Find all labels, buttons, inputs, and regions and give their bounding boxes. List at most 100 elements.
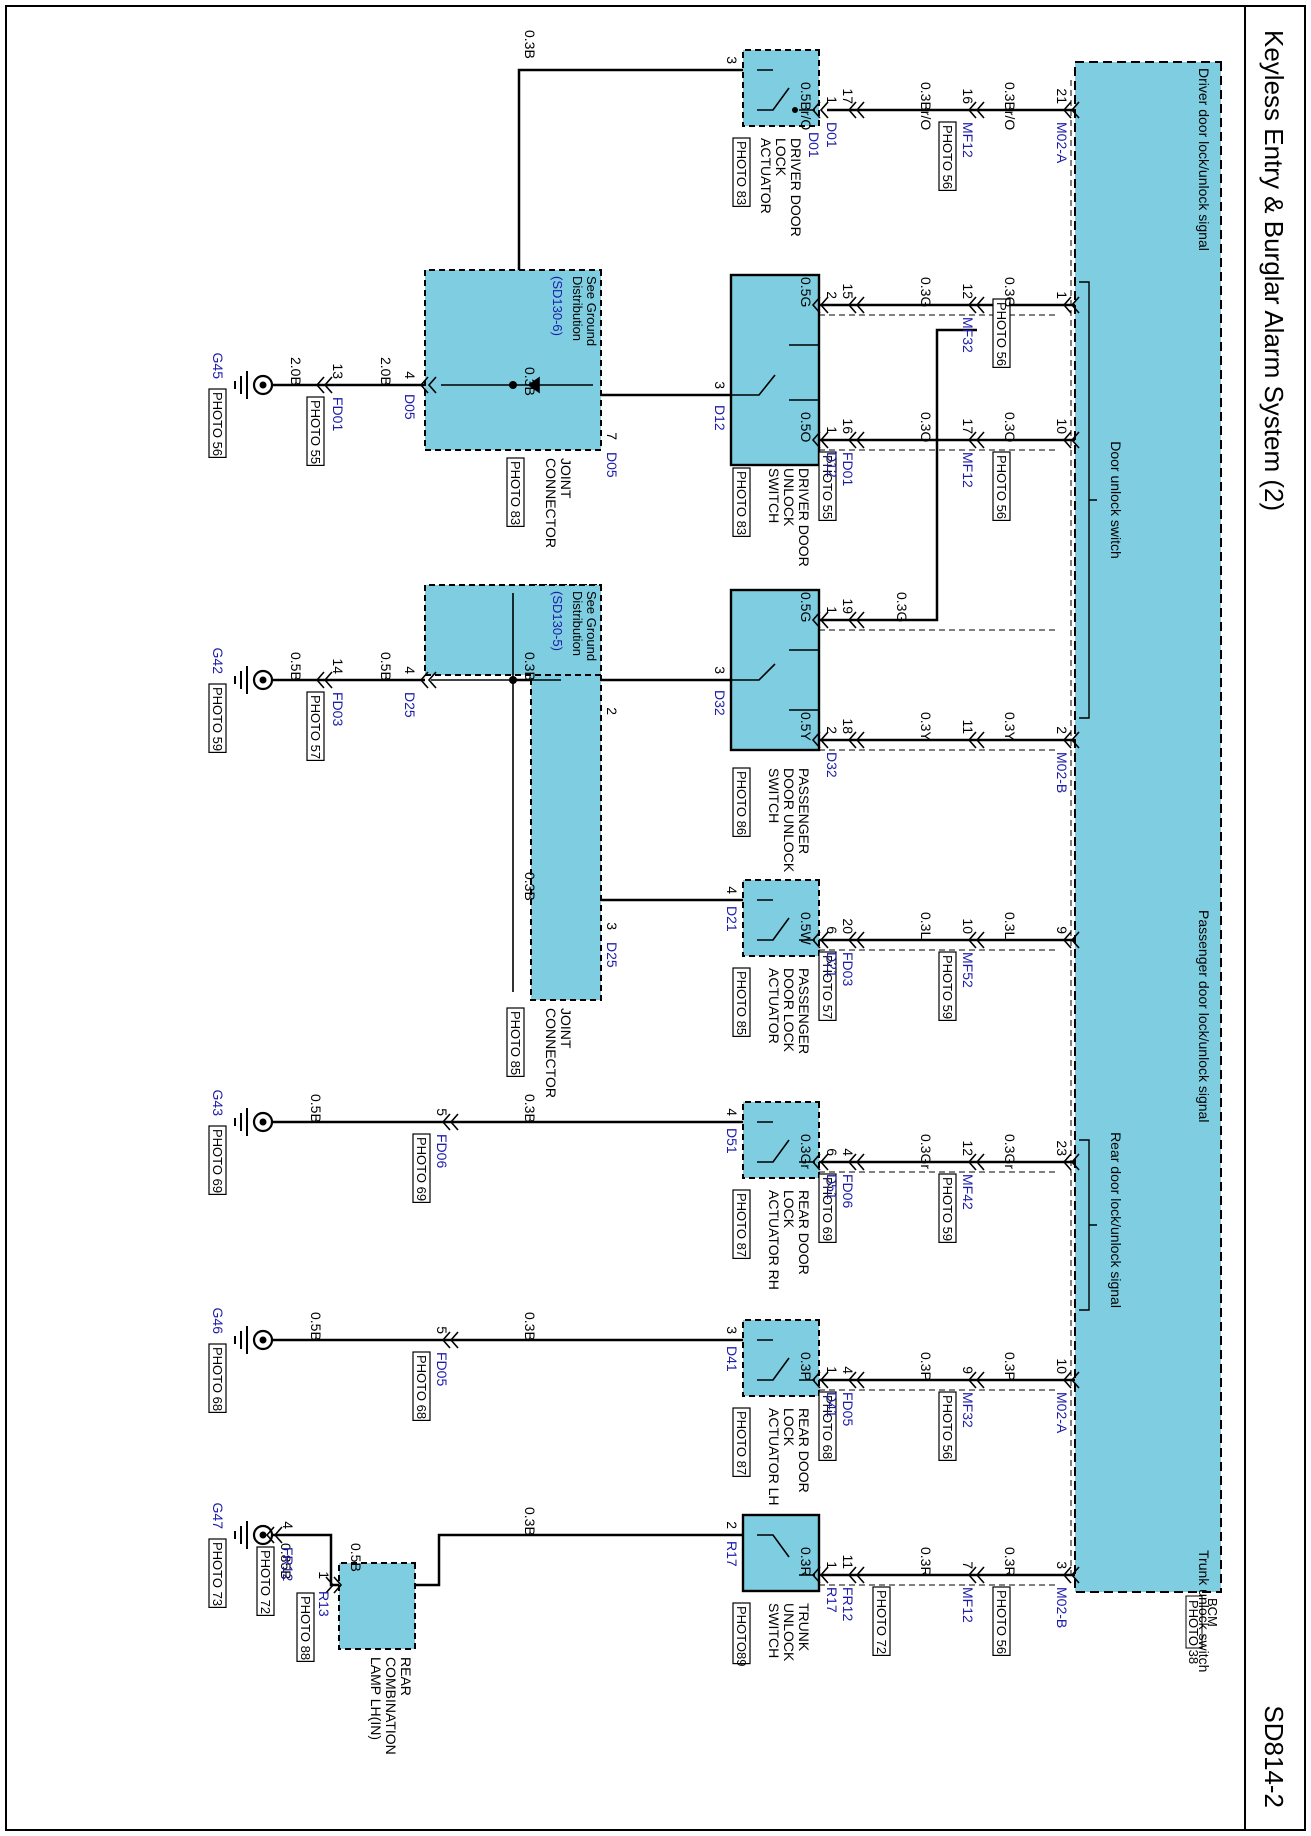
fd03-14-photo-box: [306, 691, 325, 762]
d05-conn-out: D05: [402, 394, 418, 420]
d05-photo-box: [506, 457, 525, 528]
g46-ground-name: G46: [210, 1308, 226, 1335]
mf52-10-pin: 10: [960, 918, 976, 934]
wire-c2-label-3: 0.5G: [798, 277, 814, 307]
d12-photo-box: [732, 467, 751, 538]
mf12-7-photo-box: [992, 1586, 1011, 1657]
wire-g42-label-2: 0.5B: [288, 652, 304, 681]
wire-c2-label-1: 0.3G: [1002, 277, 1018, 307]
wire-c4-label-4: 0.3G: [894, 592, 910, 622]
bcm-label-driver: Driver door lock/unlock signal: [1196, 68, 1212, 251]
d25-photo-box: [506, 1007, 525, 1078]
m02a-10-chevron: [1062, 1371, 1080, 1389]
bracket-door-unlock: [1079, 281, 1097, 719]
wire-g42-label-1: 0.5B: [378, 652, 394, 681]
mf12-17-conn: MF12: [960, 452, 976, 488]
fd06-5-pin: 5: [434, 1108, 450, 1116]
mf52-10-photo: PHOTO 59: [940, 955, 955, 1019]
fd05-4-photo-box: [818, 1391, 837, 1462]
fd03-14-conn: FD03: [330, 692, 346, 726]
mf32-12-photo-box: [992, 298, 1011, 369]
wire-c1-label-2: 0.3Br/O: [918, 82, 934, 130]
fd01-16-photo-box: [818, 451, 837, 522]
d41-name: REAR DOORLOCKACTUATOR LH: [766, 1408, 812, 1506]
fd06-4-pin: 4: [840, 1148, 856, 1156]
g43-ground-dot: [259, 1118, 267, 1126]
fd05-5-photo-box: [412, 1351, 431, 1422]
d32-pin2-chevron: [811, 731, 829, 749]
wire-c4-label-5: 0.5G: [798, 592, 814, 622]
d21-photo: PHOTO 85: [734, 971, 749, 1035]
mf12-7-photo: PHOTO 56: [994, 1590, 1009, 1654]
wire-c7-label-5: 0.5B: [308, 1312, 324, 1341]
mf12-16-conn: MF12: [960, 122, 976, 158]
d05-joint-block: [424, 269, 602, 451]
wire-c6-label-3: 0.3Gr: [798, 1134, 814, 1169]
d32-photo: PHOTO 86: [734, 771, 749, 835]
fd03-14-chevron: [315, 671, 333, 689]
d25-conn-in: D25: [604, 942, 620, 968]
r17-conn-bottom: R17: [724, 1541, 740, 1567]
d01-photo: PHOTO 83: [734, 141, 749, 205]
d01-pin1-chevron: [811, 101, 829, 119]
mf12-16-photo-box: [938, 121, 957, 192]
wire-c8-label-4: 0.3B: [522, 1507, 538, 1536]
mf32-12-pin: 12: [960, 283, 976, 299]
mf42-12-pin: 12: [960, 1140, 976, 1156]
fd01-13-chevron: [315, 376, 333, 394]
c4-18-chevron: [847, 731, 865, 749]
d51-photo: PHOTO 87: [734, 1193, 749, 1257]
d05-name: JOINTCONNECTOR: [543, 458, 574, 548]
r17-switch-block: [741, 1513, 821, 1593]
wire-c8-label-3: 0.3R: [798, 1547, 814, 1577]
d51-pin-b: 4: [724, 1108, 740, 1116]
g42-ground-name: G42: [210, 648, 226, 675]
fr12-11-photo-box: [872, 1586, 891, 1657]
mf12-17-photo: PHOTO 56: [994, 455, 1009, 519]
d32-pin1-chevron: [811, 611, 829, 629]
d05-conn-in: D05: [604, 452, 620, 478]
m02-1-chevron: [1062, 296, 1080, 314]
wire-c7-label-4: 0.3B: [522, 1312, 538, 1341]
wire-c3-label-1: 0.3O: [1002, 412, 1018, 442]
g43-ground-photo: PHOTO 69: [210, 1129, 225, 1193]
wire-c8-label-6: 0.85B: [278, 1543, 294, 1580]
mf12-17-photo-box: [992, 451, 1011, 522]
fd03-20-pin: 20: [840, 918, 856, 934]
fd05-4-conn: FD05: [840, 1392, 856, 1426]
r13-pin: 1: [316, 1571, 332, 1579]
c4-11-chevron: [967, 731, 985, 749]
d05-pin-out: 4: [402, 371, 418, 379]
fr12-4-chevron: [265, 1526, 283, 1544]
d01-name: DRIVER DOORLOCKACTUATOR: [758, 138, 804, 237]
fd05-5-conn: FD05: [434, 1352, 450, 1386]
m02-1-pin: 1: [1054, 291, 1070, 299]
d25-photo: PHOTO 85: [508, 1011, 523, 1075]
wire-c5-label-4: 0.3B: [522, 872, 538, 901]
r13-lamp-block: [338, 1562, 416, 1650]
d12-pin2-chevron: [811, 296, 829, 314]
wire-c7-label-1: 0.3P: [1002, 1352, 1018, 1381]
r13-pin1-chevron: [325, 1576, 343, 1594]
wire-c6-label-1: 0.3Gr: [1002, 1134, 1018, 1169]
g45-ground-name: G45: [210, 353, 226, 380]
wire-c4-green: [819, 328, 977, 622]
d32-photo-box: [732, 767, 751, 838]
bcm-box: [1074, 61, 1222, 1593]
fd06-4-conn: FD06: [840, 1174, 856, 1208]
d51-conn-top: D51: [824, 1174, 840, 1200]
d25-name: JOINTCONNECTOR: [543, 1008, 574, 1098]
fd-19-pin: 19: [840, 598, 856, 614]
m02b-3-pin: 3: [1054, 1561, 1070, 1569]
c1-17-chevron: [847, 101, 865, 119]
m02-23-pin: 23: [1054, 1140, 1070, 1156]
fd05-5-photo: PHOTO 68: [414, 1355, 429, 1419]
fd03-14-photo: PHOTO 57: [308, 695, 323, 759]
fd05-5-chevron: [441, 1331, 459, 1349]
mf12-16-photo: PHOTO 56: [940, 125, 955, 189]
d21-pin-b: 4: [724, 886, 740, 894]
d01-pin-b: 3: [724, 56, 740, 64]
d51-conn-bottom: D51: [724, 1128, 740, 1154]
